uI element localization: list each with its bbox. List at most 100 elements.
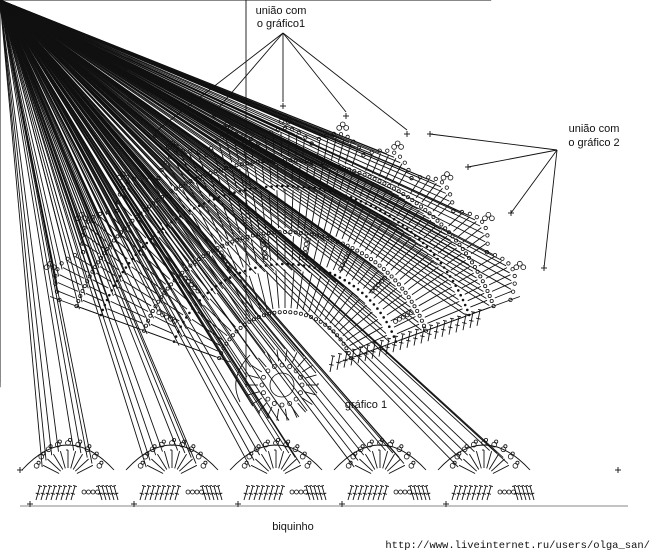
- scallop-chain: [506, 261, 511, 266]
- dc-stem: [151, 458, 166, 472]
- dc-stem: [268, 485, 274, 501]
- picot: [489, 215, 495, 222]
- dc-top: [111, 485, 117, 487]
- dc-stem: [276, 349, 280, 362]
- double-crochet: [0, 0, 187, 470]
- dc-bar: [209, 492, 215, 495]
- dc-stem: [372, 485, 378, 501]
- chain-stitch: [502, 489, 507, 495]
- dc-stem: [491, 282, 513, 292]
- dc-stem: [178, 458, 193, 472]
- scallop-chain: [392, 150, 397, 155]
- dc-top: [0, 0, 465, 315]
- dc-stem: [453, 216, 470, 232]
- dc-stem: [261, 165, 265, 184]
- dc-stem: [162, 170, 173, 187]
- dc-stem: [70, 485, 76, 501]
- dc-top: [379, 339, 385, 342]
- edging-arch: [125, 444, 219, 471]
- chain-dot: [174, 335, 178, 338]
- dc-stem: [188, 153, 199, 174]
- dc-stem: [171, 226, 195, 258]
- dc-stem: [226, 247, 238, 271]
- dc-top: [307, 485, 313, 487]
- dc-stem: [423, 224, 437, 239]
- dc-stem: [488, 274, 511, 286]
- double-crochet: [0, 0, 286, 260]
- dc-stem: [234, 244, 244, 268]
- chain-dot: [188, 311, 191, 315]
- dc-top: [0, 0, 481, 227]
- dc-stem: [146, 464, 164, 474]
- double-crochet: [263, 485, 271, 501]
- join-label-2-line2: o gráfico 2: [568, 137, 619, 149]
- dc-bar: [486, 492, 492, 495]
- dc-stem: [268, 190, 273, 229]
- join-mark: [427, 131, 433, 137]
- double-crochet: [455, 315, 462, 333]
- dc-stem: [359, 458, 374, 472]
- dc-stem: [201, 485, 207, 501]
- dc-top: [359, 485, 365, 487]
- chain-stitch: [415, 308, 420, 313]
- dc-top: [0, 0, 186, 454]
- picot: [65, 440, 71, 446]
- chain-dot: [206, 291, 209, 295]
- dc-top: [354, 485, 360, 487]
- dc-top: [0, 0, 100, 219]
- double-crochet: [362, 485, 370, 501]
- dc-stem: [347, 206, 364, 242]
- chain-dot: [145, 241, 149, 245]
- dc-top: [250, 485, 256, 487]
- dc-top: [0, 0, 68, 264]
- chain-stitch: [402, 489, 408, 495]
- dc-top: [0, 0, 188, 155]
- dc-top: [349, 485, 355, 487]
- dc-stem: [117, 241, 133, 254]
- picot: [36, 460, 41, 465]
- double-crochet: [0, 0, 485, 249]
- chain-stitch: [382, 181, 387, 186]
- picot: [343, 125, 350, 131]
- dc-stem: [282, 458, 297, 472]
- dc-stem: [217, 174, 224, 192]
- chain-stitch: [225, 241, 230, 246]
- dc-top: [0, 0, 484, 234]
- join-mark: [508, 210, 514, 216]
- double-crochet: [0, 0, 240, 161]
- double-crochet: [364, 344, 371, 362]
- picot: [391, 144, 397, 150]
- dc-top: [0, 0, 501, 261]
- double-crochet: [207, 485, 215, 501]
- dc-stem: [242, 241, 251, 266]
- dc-stem: [182, 189, 192, 206]
- chain-dot: [356, 288, 360, 291]
- dc-top: [458, 485, 464, 487]
- chain-dot: [459, 293, 463, 297]
- dc-stem: [110, 300, 146, 318]
- dc-stem: [133, 224, 147, 239]
- double-crochet: [0, 0, 372, 474]
- chain-stitch: [340, 262, 346, 268]
- chain-stitch: [338, 337, 343, 342]
- dc-stem: [388, 464, 406, 474]
- chain-stitch: [165, 286, 170, 291]
- picot: [516, 260, 523, 267]
- chain-stitch: [352, 169, 357, 174]
- chain-dot: [333, 273, 337, 277]
- chain-stitch: [288, 310, 293, 315]
- dc-bar: [309, 492, 315, 495]
- dc-stem: [164, 485, 170, 501]
- dc-bar: [421, 492, 427, 495]
- chain-stitch: [303, 246, 308, 252]
- dc-bar: [466, 492, 472, 495]
- double-crochet: [159, 485, 167, 501]
- double-crochet: [523, 485, 531, 501]
- dc-stem: [291, 236, 294, 261]
- picot: [188, 446, 195, 453]
- picot: [43, 264, 50, 271]
- chain-stitch: [373, 260, 378, 265]
- dc-bar: [362, 492, 368, 495]
- double-crochet: [99, 485, 107, 501]
- picot: [262, 441, 269, 448]
